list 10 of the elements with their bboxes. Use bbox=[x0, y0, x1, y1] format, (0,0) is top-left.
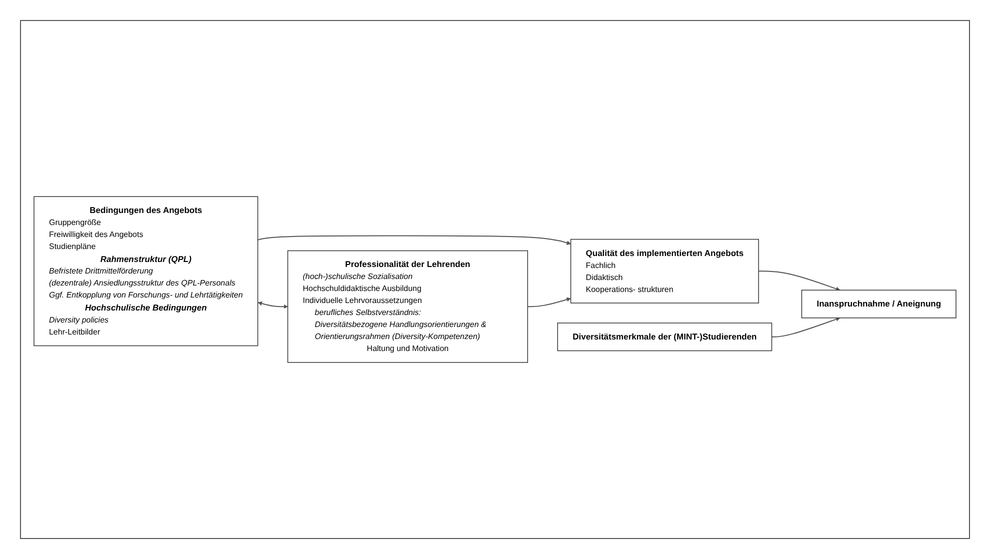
arrow bbox=[771, 317, 840, 338]
node-box bbox=[801, 290, 956, 318]
arrow bbox=[758, 270, 840, 291]
node-box bbox=[557, 322, 772, 352]
node-box bbox=[287, 250, 528, 363]
arrow bbox=[257, 235, 571, 245]
node-box bbox=[34, 196, 258, 346]
arrow bbox=[527, 297, 571, 308]
node-box bbox=[570, 238, 759, 304]
arrow bbox=[258, 301, 288, 309]
